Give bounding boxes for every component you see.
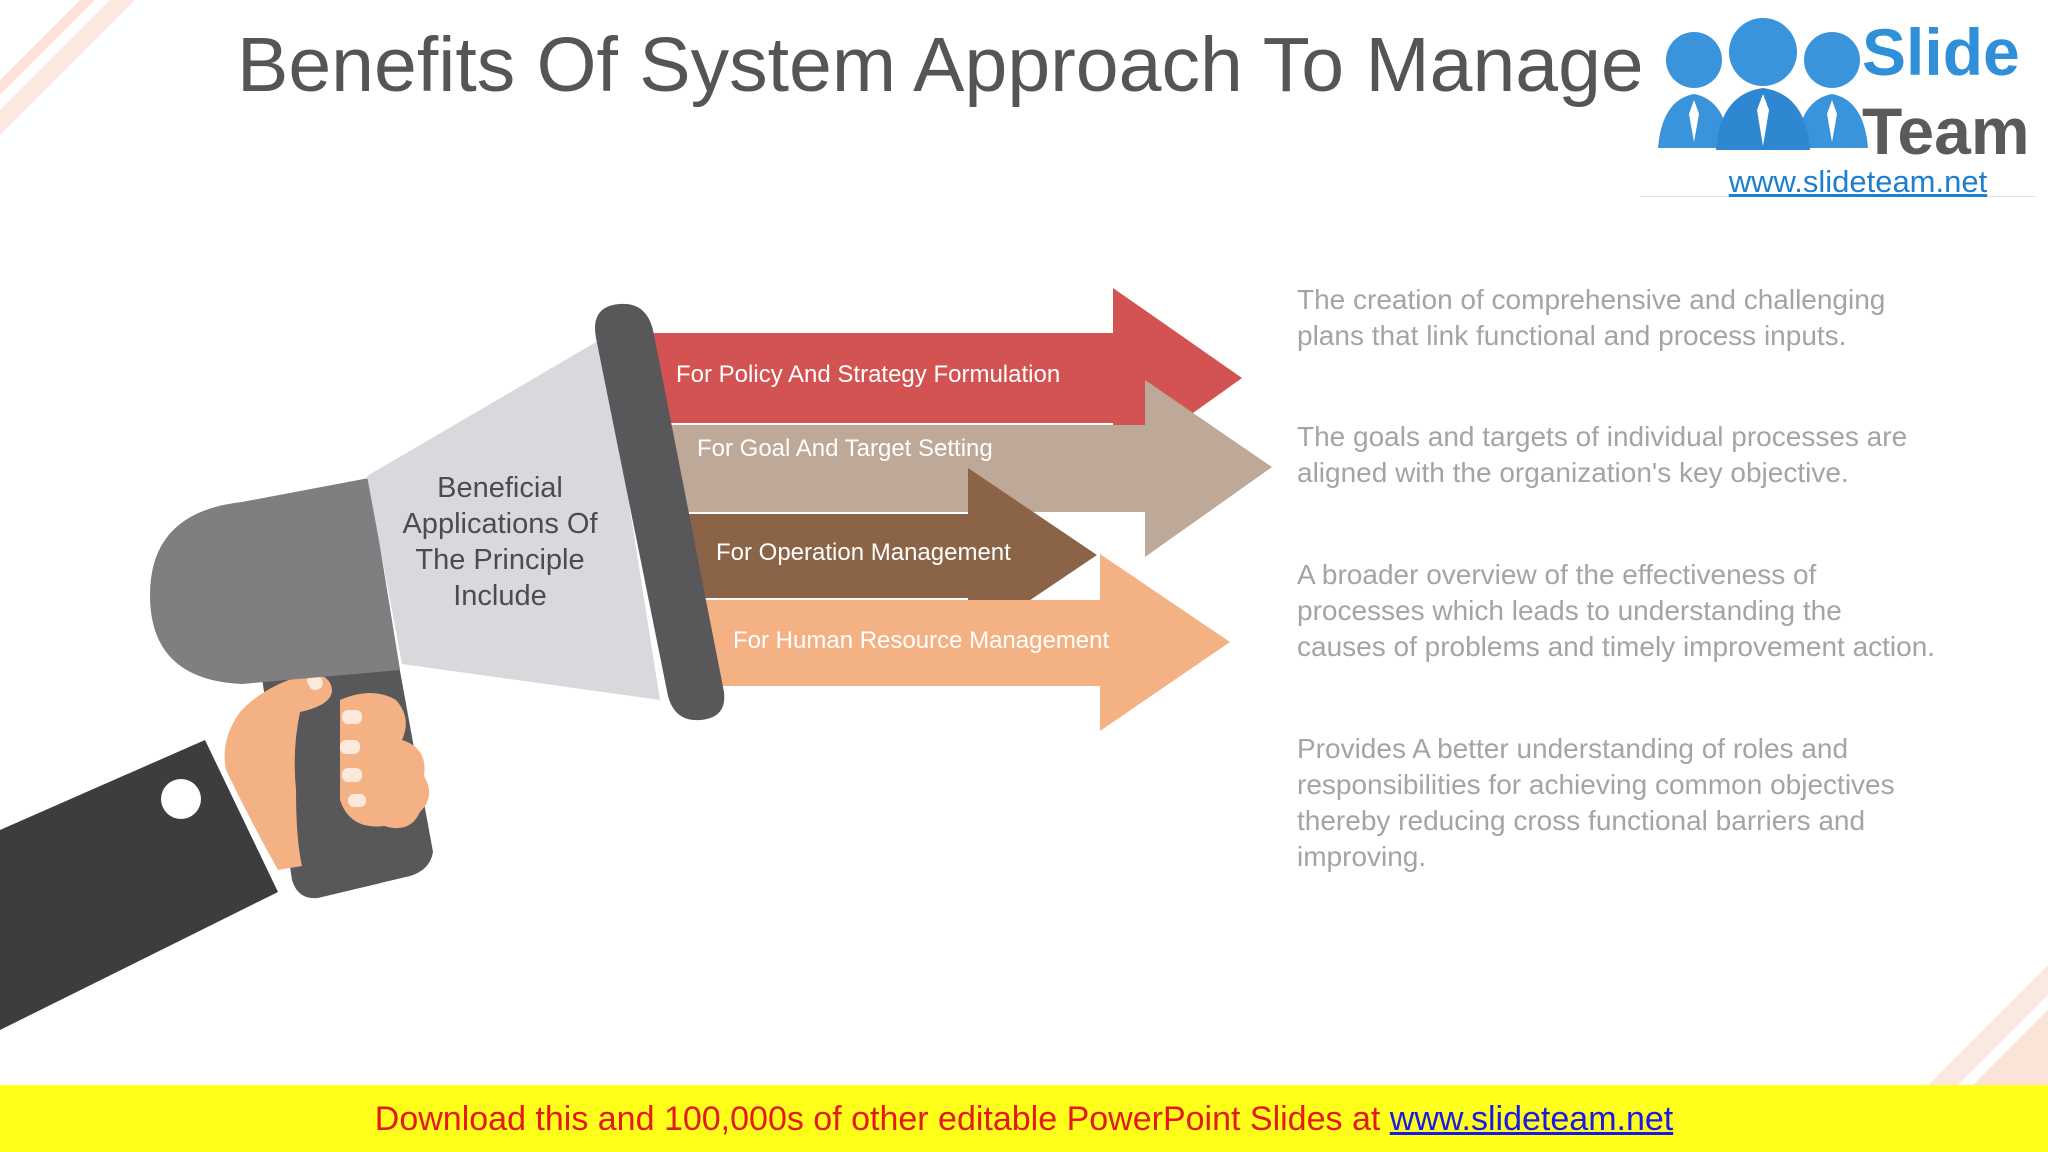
arrow-label-human-resource: For Human Resource Management [733,627,1110,654]
description-human-resource: Provides A better understanding of roles… [1297,733,1895,872]
people-icon [1658,18,1868,150]
arrow-label-policy: For Policy And Strategy Formulation [676,361,1061,388]
slideteam-logo[interactable]: Slide Team www.slideteam.net [1640,0,2036,199]
fingernails [307,673,366,807]
download-banner-text: Download this and 100,000s of other edit… [0,1099,2048,1139]
hand-fingers [340,693,430,829]
megaphone-rim [595,303,725,721]
download-banner-message: Download this and 100,000s of other edit… [374,1100,1390,1138]
logo-url-link[interactable]: www.slideteam.net [1728,164,1988,199]
sleeve [0,740,278,1030]
arrow-policy-strategy [640,288,1242,470]
description-operation: A broader overview of the effectiveness … [1297,559,1936,662]
description-policy: The creation of comprehensive and challe… [1297,284,1886,351]
description-goal: The goals and targets of individual proc… [1297,421,1908,488]
corner-decoration-bottom-right [1928,965,2048,1085]
arrow-operation-management [680,468,1097,642]
arrow-label-operation: For Operation Management [716,539,1011,566]
logo-word-slide: Slide [1862,15,2020,89]
arrow-label-goal: For Goal And Target Setting [697,435,993,462]
download-banner-link[interactable]: www.slideteam.net [1389,1100,1674,1138]
cufflink-icon [161,779,201,819]
megaphone-back [150,478,400,684]
hand [224,674,332,870]
megaphone-center-text: Beneficial Applications Of The Principle… [402,472,598,612]
megaphone-cone [367,338,660,700]
slide-title: Benefits Of System Approach To Managemen… [237,22,1737,108]
arrow-goal-target [655,380,1272,557]
logo-word-team: Team [1862,94,2030,168]
corner-decoration-top-left [0,0,135,135]
megaphone-illustration [0,288,1272,1030]
arrow-human-resource [690,554,1230,731]
download-banner: Download this and 100,000s of other edit… [0,1085,2048,1152]
